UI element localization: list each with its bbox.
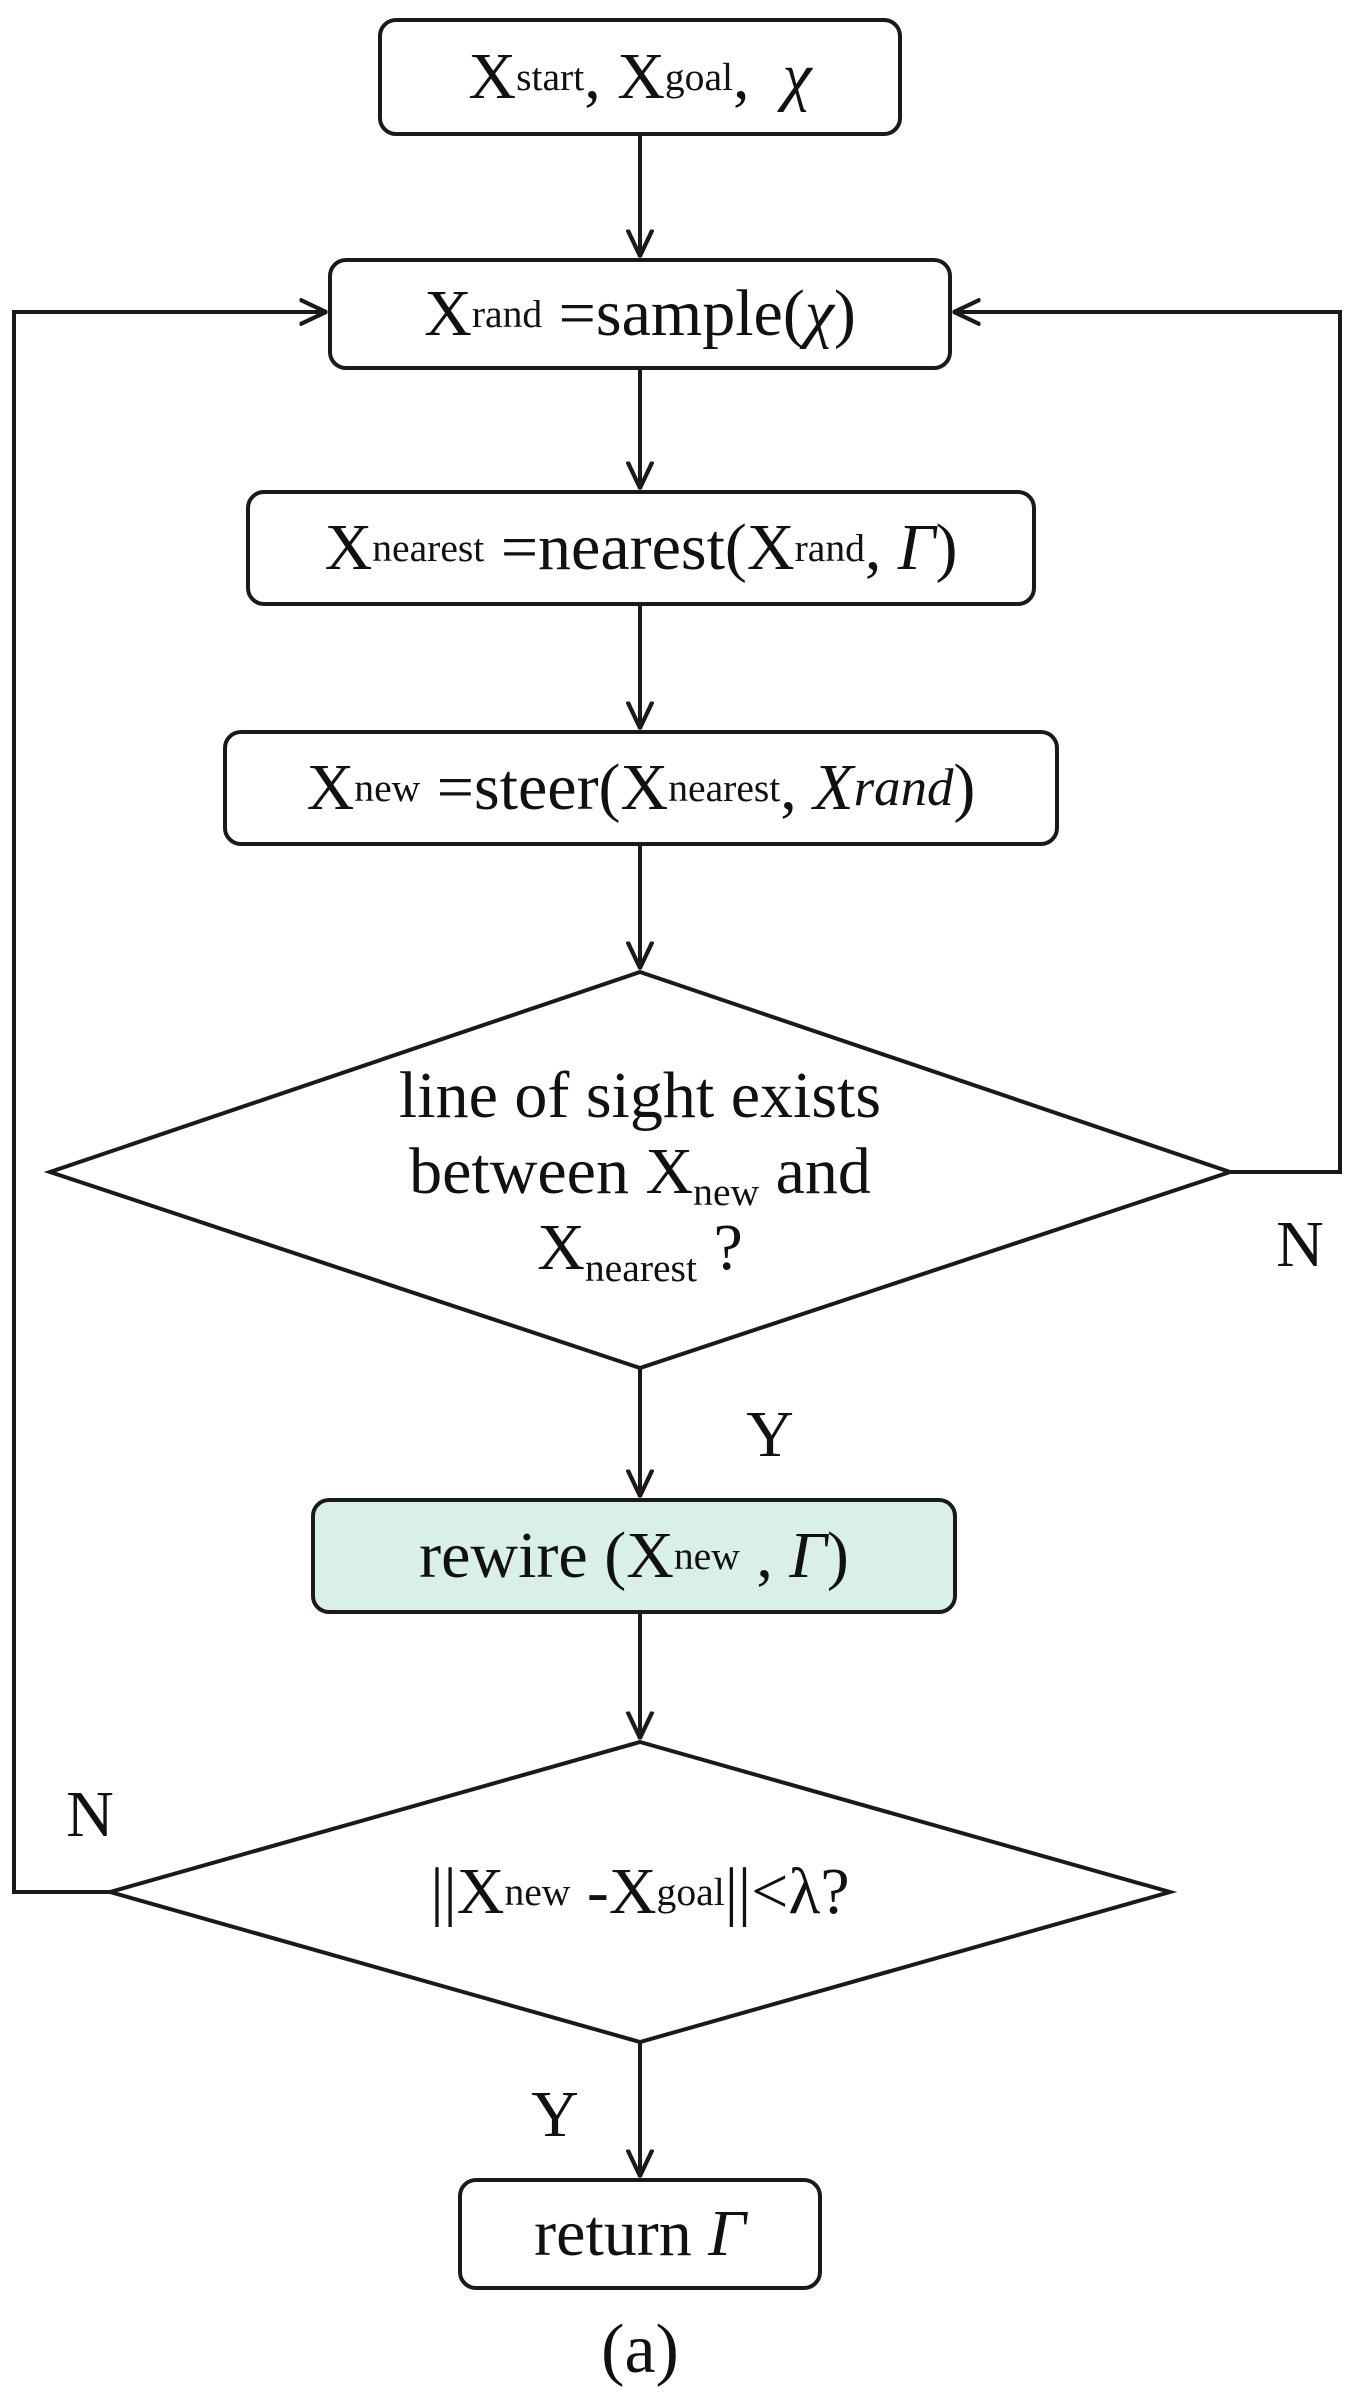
node-rewire-box: [311, 1498, 957, 1614]
edge-label-los-yes: Y: [746, 1398, 794, 1472]
edge-label-goal-no: N: [66, 1778, 114, 1852]
steer-sep: ,: [780, 751, 814, 825]
goalcheck-xnew: X: [456, 1855, 505, 1929]
nearest-close: ): [935, 511, 958, 585]
steer-xnearest: X: [620, 751, 669, 825]
rewire-sep: ,: [739, 1519, 790, 1593]
nearest-eq: =nearest(: [484, 511, 747, 585]
sample-x: X: [424, 277, 472, 351]
los-line1: line of sight exists: [398, 1059, 882, 1133]
steer-xrand: X: [813, 751, 854, 825]
rewire-close: ): [826, 1519, 849, 1593]
sample-close: ): [833, 277, 856, 351]
sample-chi: χ: [804, 277, 834, 351]
init-xgoal: X: [617, 40, 665, 114]
steer-close: ): [953, 751, 976, 825]
edge-goalcheck-no-loop: [12, 312, 326, 1894]
los-line2-x: X: [645, 1135, 694, 1209]
sample-eq: =sample(: [542, 277, 805, 351]
figure-caption: (a): [601, 2310, 679, 2388]
init-xstart: X: [468, 40, 517, 114]
goalcheck-close: ||<λ?: [724, 1855, 850, 1929]
goalcheck-minus: -: [570, 1855, 609, 1929]
rewire-x: X: [626, 1519, 674, 1593]
los-line3: Xnearest ?: [537, 1210, 743, 1288]
node-los-label: line of sight exists between Xnew and Xn…: [260, 1040, 1020, 1304]
los-line2-pre: between: [409, 1135, 646, 1209]
goalcheck-xgoal: X: [608, 1855, 657, 1929]
goalcheck-open: ||: [430, 1855, 457, 1929]
los-line3-sub: nearest: [584, 1245, 697, 1290]
edge-label-goal-yes: Y: [531, 2078, 579, 2152]
node-return-label: return Γ: [460, 2180, 820, 2288]
steer-eq: =steer(: [420, 751, 621, 825]
return-pre: return: [534, 2197, 709, 2271]
los-line3-x: X: [537, 1210, 585, 1284]
nearest-sep: ,: [864, 511, 898, 585]
rewire-gamma: Γ: [789, 1519, 827, 1593]
steer-x: X: [306, 751, 355, 825]
nearest-gamma: Γ: [897, 511, 936, 585]
rewire-pre: rewire (: [419, 1519, 627, 1593]
nearest-xrand: X: [746, 511, 795, 585]
node-return-box: [458, 2178, 822, 2290]
init-sep1: ,: [584, 40, 618, 114]
init-sep2: ,: [733, 40, 783, 114]
nearest-x: X: [324, 511, 373, 585]
return-gamma: Γ: [708, 2197, 746, 2271]
init-chi: χ: [782, 40, 812, 114]
los-line3-post: ?: [696, 1210, 743, 1284]
edge-los-no-loop: [954, 312, 1342, 1174]
los-line2-post: and: [759, 1135, 871, 1209]
edge-label-los-no: N: [1276, 1208, 1324, 1282]
los-line2-sub: new: [693, 1169, 760, 1214]
los-line2: between Xnew and: [409, 1134, 871, 1212]
